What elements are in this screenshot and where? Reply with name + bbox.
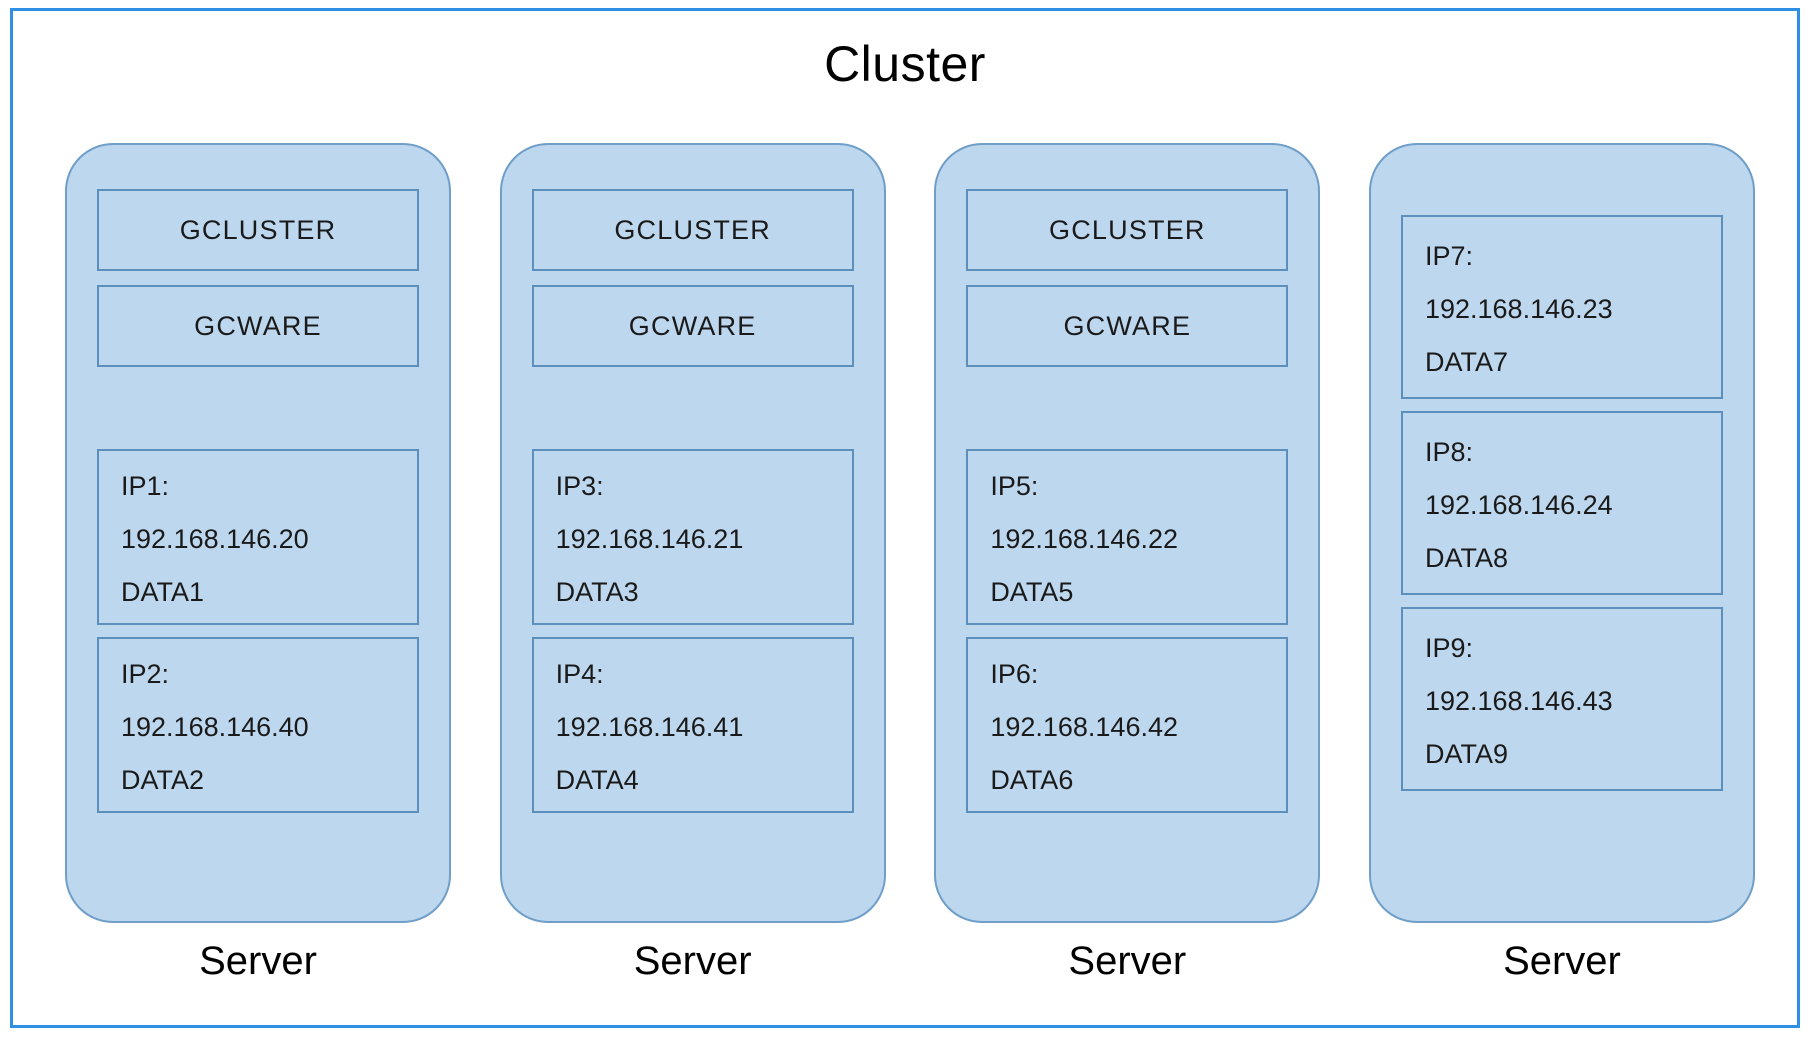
service-gcluster-3[interactable]: GCLUSTER [966, 189, 1289, 271]
spacer [966, 367, 1288, 449]
ip-label: IP5: [990, 470, 1039, 501]
server-column-4: IP7: 192.168.146.23 DATA7 IP8: 192.168.1… [1368, 143, 1755, 983]
ip-stack-1: IP1: 192.168.146.20 DATA1 IP2: 192.168.1… [97, 449, 419, 813]
server-caption-2: Server [633, 939, 752, 983]
ip-address: 192.168.146.23 [1424, 293, 1613, 324]
ip-stack-2: IP3: 192.168.146.21 DATA3 IP4: 192.168.1… [531, 449, 854, 813]
ip-block-5[interactable]: IP5: 192.168.146.22 DATA5 [966, 449, 1289, 625]
service-gcware-3[interactable]: GCWARE [966, 285, 1289, 367]
data-name-label: DATA5 [990, 576, 1074, 607]
service-gcluster-1[interactable]: GCLUSTER [97, 189, 419, 271]
ip-block-8[interactable]: IP8: 192.168.146.24 DATA8 [1400, 411, 1723, 595]
server-node-4[interactable]: IP7: 192.168.146.23 DATA7 IP8: 192.168.1… [1368, 143, 1755, 923]
ip-label: IP4: [555, 658, 604, 689]
data-name-label: DATA8 [1424, 542, 1508, 573]
server-column-2: GCLUSTER GCWARE IP3: 192.168.146.21 DATA… [499, 143, 886, 983]
ip-address: 192.168.146.42 [990, 711, 1178, 742]
cluster-boundary: Cluster GCLUSTER GCWARE IP1: 192.168.146… [10, 8, 1800, 1028]
server-node-1[interactable]: GCLUSTER GCWARE IP1: 192.168.146.20 DATA… [65, 143, 451, 923]
server-column-1: GCLUSTER GCWARE IP1: 192.168.146.20 DATA… [65, 143, 451, 981]
ip-block-7[interactable]: IP7: 192.168.146.23 DATA7 [1400, 215, 1723, 399]
server-node-2[interactable]: GCLUSTER GCWARE IP3: 192.168.146.21 DATA… [499, 143, 886, 923]
server-column-3: GCLUSTER GCWARE IP5: 192.168.146.22 DATA… [934, 143, 1321, 983]
data-name-label: DATA4 [555, 764, 639, 795]
spacer [97, 367, 419, 449]
ip-block-9[interactable]: IP9: 192.168.146.43 DATA9 [1400, 607, 1723, 791]
servers-row: GCLUSTER GCWARE IP1: 192.168.146.20 DATA… [65, 143, 1755, 981]
ip-address: 192.168.146.43 [1424, 685, 1613, 716]
ip-label: IP7: [1424, 240, 1473, 271]
ip-label: IP2: [121, 658, 170, 689]
ip-address: 192.168.146.40 [121, 711, 309, 742]
spacer [532, 367, 854, 449]
ip-address: 192.168.146.41 [555, 711, 744, 742]
server-caption-3: Server [1068, 939, 1187, 983]
ip-label: IP1: [121, 470, 170, 501]
ip-block-3[interactable]: IP3: 192.168.146.21 DATA3 [531, 449, 854, 625]
ip-label: IP9: [1424, 632, 1473, 663]
ip-address: 192.168.146.22 [990, 523, 1178, 554]
ip-address: 192.168.146.20 [121, 523, 309, 554]
ip-stack-3: IP5: 192.168.146.22 DATA5 IP6: 192.168.1… [966, 449, 1289, 813]
ip-address: 192.168.146.24 [1424, 489, 1613, 520]
data-name-label: DATA2 [121, 764, 205, 795]
data-name-label: DATA7 [1424, 346, 1508, 377]
data-name-label: DATA3 [555, 576, 639, 607]
data-name-label: DATA9 [1424, 738, 1508, 769]
ip-block-1[interactable]: IP1: 192.168.146.20 DATA1 [97, 449, 419, 625]
ip-block-4[interactable]: IP4: 192.168.146.41 DATA4 [531, 637, 854, 813]
service-gcware-1[interactable]: GCWARE [97, 285, 419, 367]
data-name-label: DATA6 [990, 764, 1074, 795]
service-gcware-2[interactable]: GCWARE [531, 285, 854, 367]
ip-address: 192.168.146.21 [555, 523, 744, 554]
service-gcluster-2[interactable]: GCLUSTER [531, 189, 854, 271]
ip-stack-4: IP7: 192.168.146.23 DATA7 IP8: 192.168.1… [1400, 215, 1723, 791]
ip-block-2[interactable]: IP2: 192.168.146.40 DATA2 [97, 637, 419, 813]
server-node-3[interactable]: GCLUSTER GCWARE IP5: 192.168.146.22 DATA… [934, 143, 1321, 923]
cluster-title: Cluster [824, 36, 986, 92]
ip-label: IP8: [1424, 436, 1473, 467]
data-name-label: DATA1 [121, 576, 205, 607]
server-caption-1: Server [199, 939, 317, 983]
ip-block-6[interactable]: IP6: 192.168.146.42 DATA6 [966, 637, 1289, 813]
ip-label: IP6: [990, 658, 1039, 689]
ip-label: IP3: [555, 470, 604, 501]
server-caption-4: Server [1503, 939, 1621, 983]
